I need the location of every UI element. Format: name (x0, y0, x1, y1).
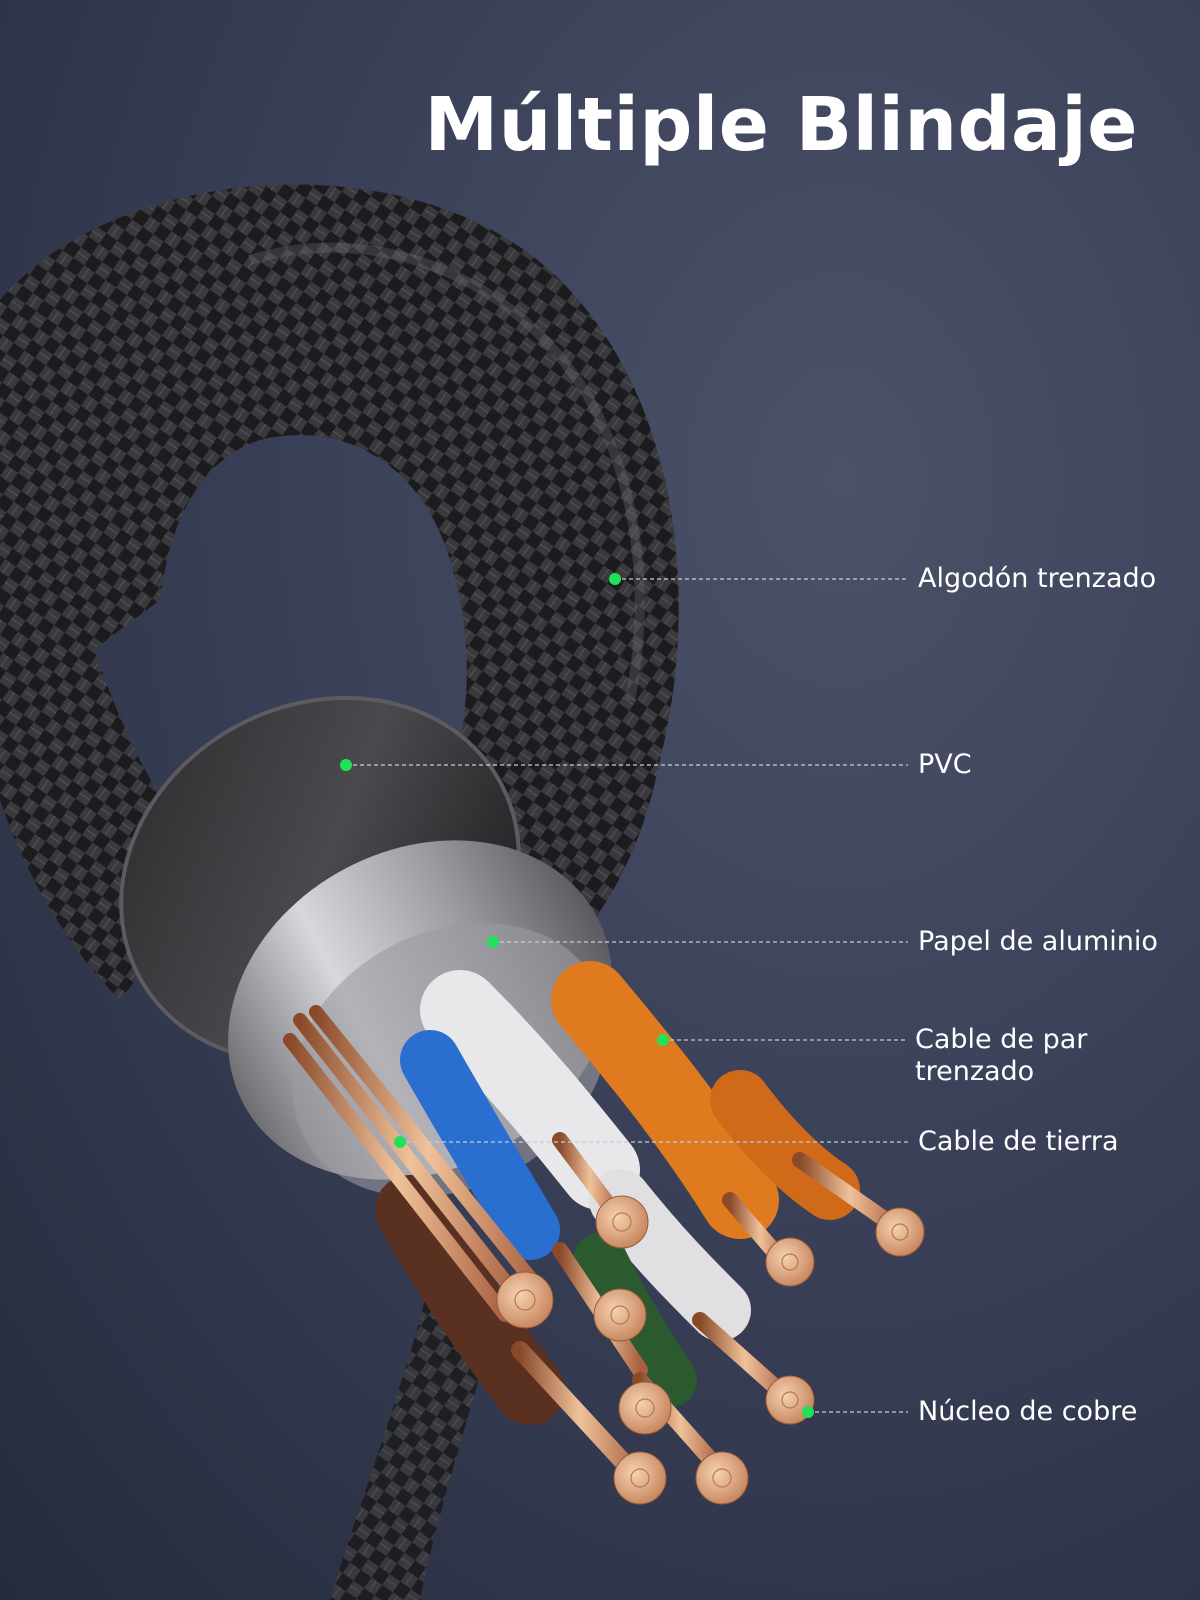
label-algodon-trenzado: Algodón trenzado (918, 563, 1157, 594)
callout-lines (346, 578, 908, 1413)
page-title: Múltiple Blindaje (424, 82, 1138, 168)
braided-loop-sheen (248, 242, 645, 701)
orange-wire (551, 961, 779, 1239)
copper-tips (496, 1195, 925, 1505)
label-cable-de-par-trenzado: Cable de par trenzado (915, 1024, 1088, 1087)
brown-wire (375, 1175, 565, 1425)
marker-cobre (802, 1406, 814, 1418)
callout-markers (340, 573, 814, 1418)
label-nucleo-de-cobre: Núcleo de cobre (918, 1396, 1138, 1427)
braided-loop-outer (0, 184, 679, 961)
marker-par (657, 1034, 669, 1046)
label-cable-de-tierra: Cable de tierra (918, 1126, 1119, 1157)
blue-wire (400, 1030, 560, 1260)
marker-pvc (340, 759, 352, 771)
marker-algodon (609, 573, 621, 585)
copper-tip-strands (514, 1212, 909, 1488)
marker-aluminio (487, 936, 499, 948)
white-wire (420, 970, 640, 1210)
label-pvc: PVC (918, 749, 972, 780)
lower-cable-tail (330, 1280, 500, 1600)
label-papel-de-aluminio: Papel de aluminio (918, 926, 1158, 957)
marker-tierra (394, 1136, 406, 1148)
